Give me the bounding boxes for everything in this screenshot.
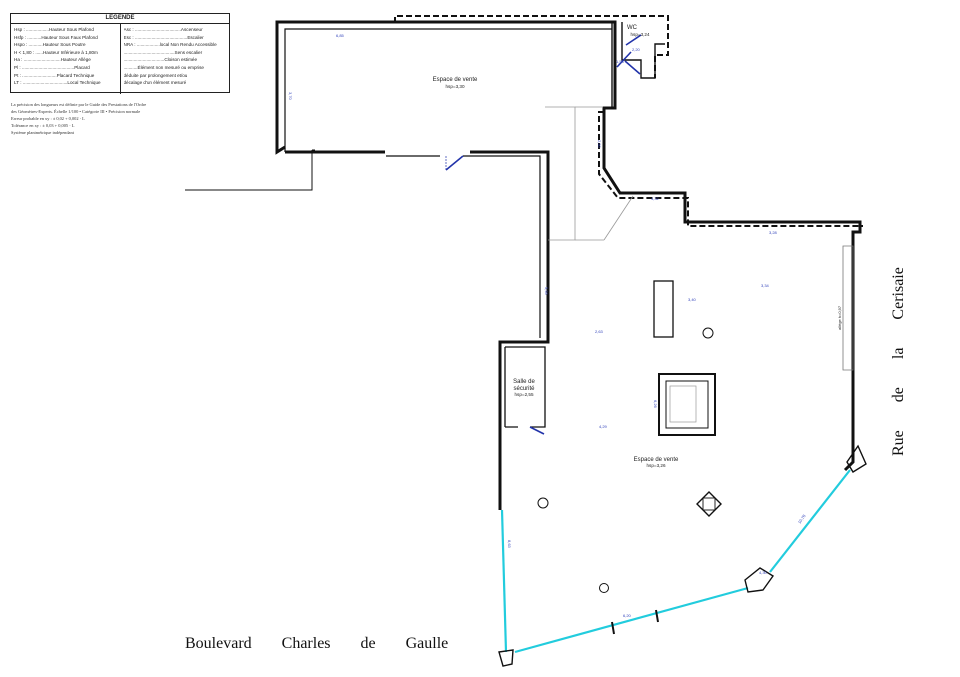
legend-right-column: Asc : ..................................…	[119, 24, 230, 94]
stair-outline	[545, 106, 634, 241]
street-name-bottom: Boulevard Charles de Gaulle	[185, 635, 449, 652]
safety-name-2: sécurité	[513, 386, 535, 392]
dimension-label: 4,30	[759, 570, 768, 575]
dimension-label: 2,50	[597, 140, 602, 149]
safety-height: hsp=2,55	[514, 392, 533, 397]
wc-name: WC	[627, 25, 638, 31]
glass-facade	[498, 444, 867, 667]
dimension-label: 3,34	[761, 283, 770, 288]
wc-height: hsp=3,24	[630, 32, 649, 37]
dimension-label: 6,26	[653, 400, 658, 409]
legend-item: Ha : .............................Hauteu…	[14, 57, 91, 63]
dimension-label: 2,63	[595, 329, 604, 334]
main-sales-height: hsp=3,26	[646, 463, 665, 468]
legend-item: H < 1,80 : ......Hauteur Inférieure à 1,…	[14, 49, 98, 55]
legend-item: ...........Élément non mesuré ou emprise	[123, 64, 204, 70]
legend-item: Hsfp : ...........Hauteur Sous Faux Plaf…	[14, 34, 98, 40]
dimension-label: 6,85	[336, 33, 345, 38]
note-line: Tolérance en xy : ± 0,03 + 0,005 ⋅ L	[11, 123, 75, 128]
legend-item: Hsp : ..................Hauteur Sous Pla…	[14, 27, 94, 32]
allege-height-label: allège h=0,97	[837, 305, 842, 330]
dimension-label: 4,32	[651, 196, 660, 201]
note-line: Erreur probable en xy : ± 0,02 + 0,002 ⋅…	[11, 116, 85, 121]
legend-item: Hspo : ...........Hauteur Sous Poutre	[14, 42, 86, 48]
legend-item: NRA : ..................local Non Rendu …	[123, 42, 217, 48]
note-line: des Géomètres-Experts. Échelle 1/100 • C…	[11, 109, 141, 114]
dimension-label: 3,40	[688, 297, 697, 302]
legend-item: LT : ...................................…	[14, 80, 101, 86]
street-name-right: Rue de la Cerisaie	[890, 267, 907, 456]
legend: LEGENDE Hsp : ..................Hauteur …	[10, 13, 230, 94]
dimension-label: 10,78	[797, 513, 807, 525]
upper-sales-walls	[185, 20, 862, 510]
dimension-label: 4,29	[599, 424, 608, 429]
dimension-label: 8,63	[507, 540, 512, 549]
legend-item: Asc : ..................................…	[123, 27, 203, 32]
dashed-perimeter	[277, 15, 863, 227]
legend-item: ........................................…	[123, 49, 203, 55]
legend-item: ................................Cloison …	[123, 57, 198, 63]
legend-item: Pt : ...........................Placard …	[14, 72, 95, 78]
note-line: Système planimétrique indépendant	[11, 130, 74, 135]
safety-name-1: Salle de	[513, 379, 535, 385]
dimension-label: 5,95	[544, 287, 549, 296]
legend-item: Pl : ...................................…	[14, 64, 90, 70]
legend-item: Esc : ..................................…	[123, 34, 204, 40]
dimension-label: 3,28	[769, 230, 778, 235]
doors	[445, 34, 642, 435]
legend-item: déduite par prolongement et/ou	[123, 72, 188, 78]
legend-item: décalage d'un élément mesuré	[123, 80, 187, 86]
right-window	[842, 245, 854, 371]
precision-notes: La précision des longueurs est définie p…	[11, 101, 211, 136]
dimension-label: 3,70	[288, 92, 293, 101]
legend-title: LEGENDE	[11, 14, 229, 24]
dimension-label: 1,53	[616, 59, 625, 64]
dimension-label: 6,20	[623, 613, 632, 618]
dimension-label: 2,20	[632, 47, 641, 52]
upper-sales-name: Espace de vente	[433, 77, 478, 83]
note-line: La précision des longueurs est définie p…	[11, 102, 147, 107]
upper-sales-height: hsp=3,30	[445, 84, 464, 89]
interior-elements	[537, 280, 722, 593]
main-sales-name: Espace de vente	[634, 457, 679, 463]
legend-left-column: Hsp : ..................Hauteur Sous Pla…	[11, 24, 120, 94]
